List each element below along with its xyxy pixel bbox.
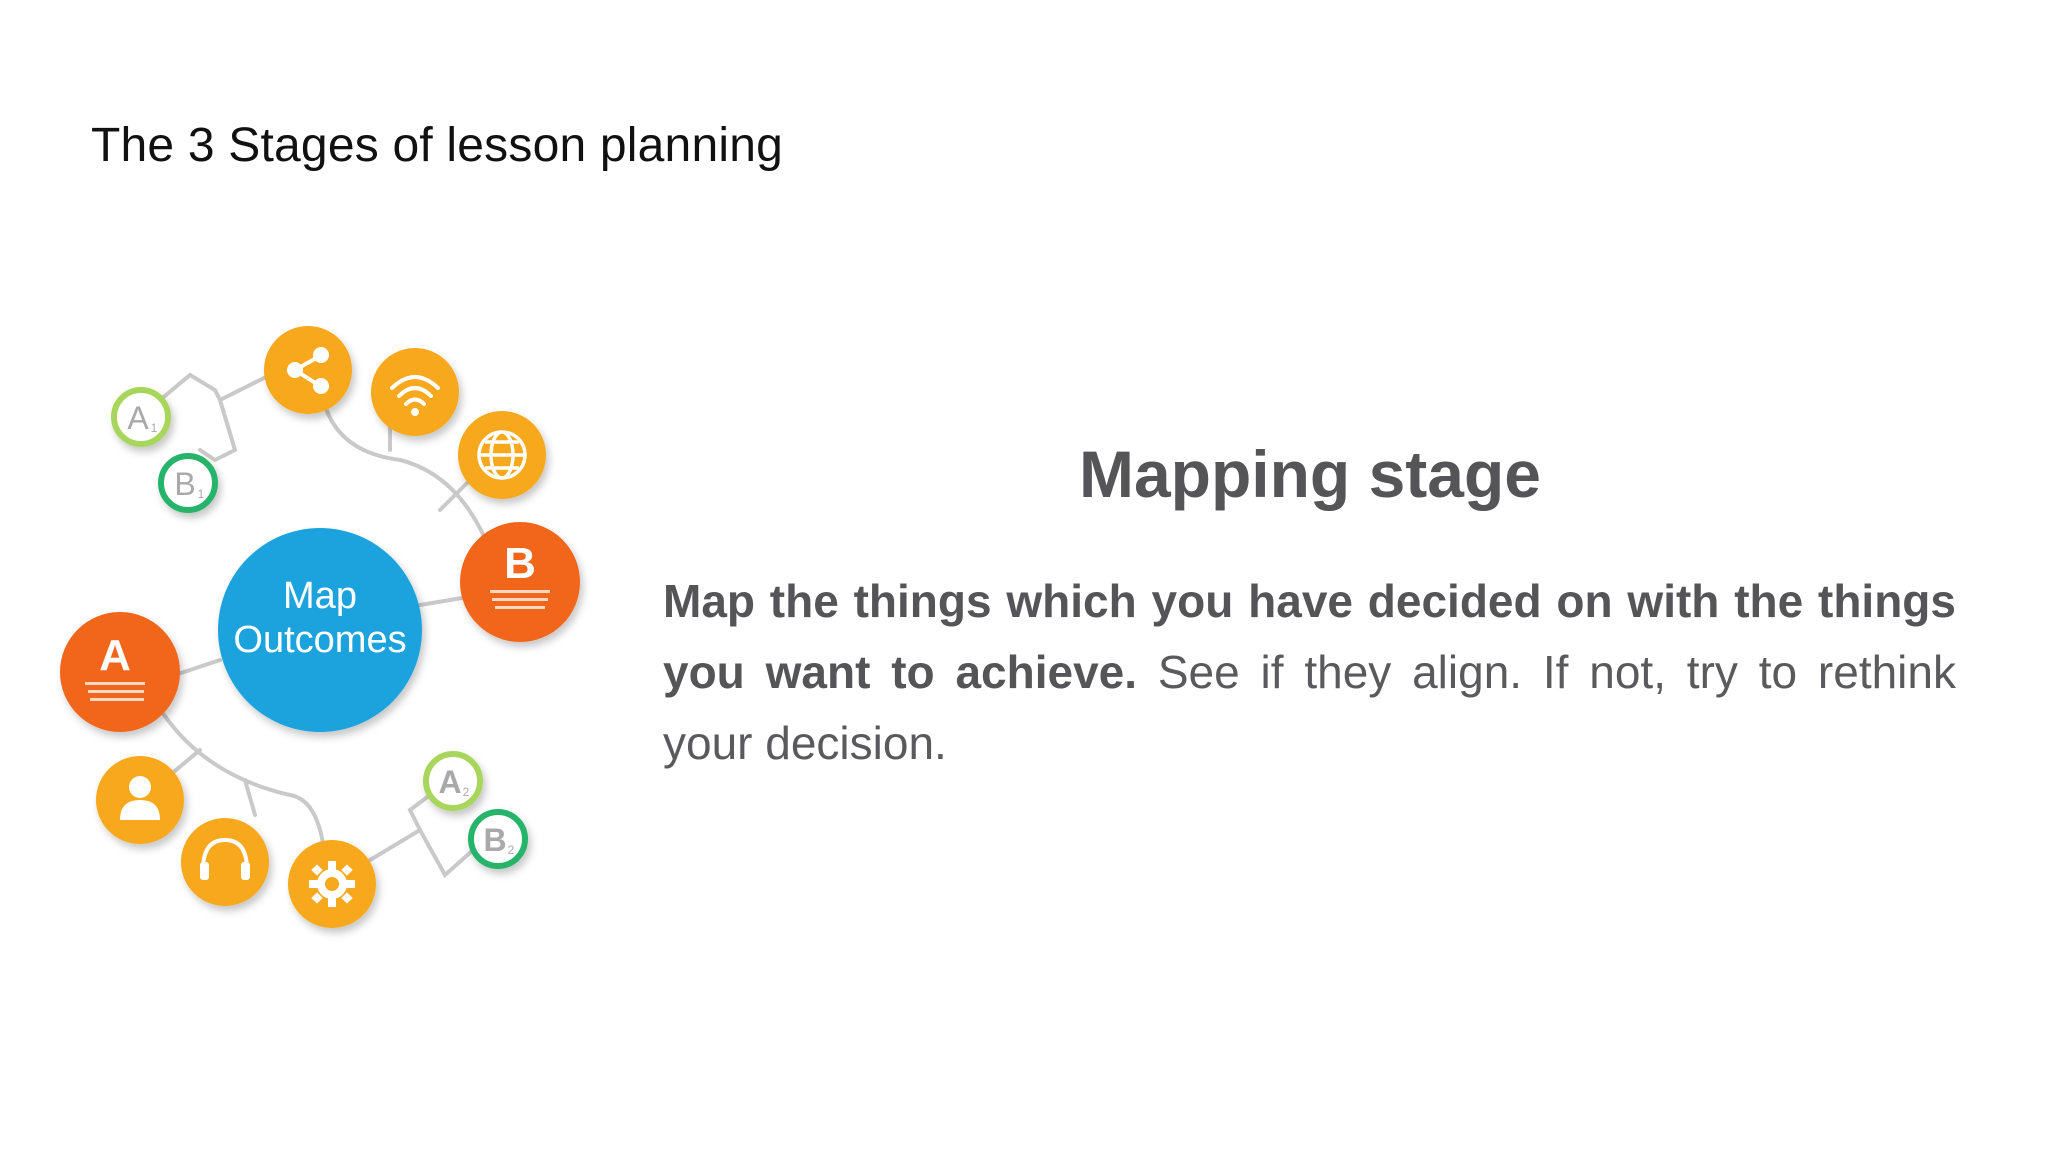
stage-description: Map the things which you have decided on… — [663, 566, 1956, 779]
svg-text:B: B — [174, 466, 195, 502]
svg-text:2: 2 — [463, 785, 470, 799]
small-node-b1: B 1 — [158, 453, 218, 513]
share-icon — [264, 326, 352, 414]
wifi-icon — [371, 348, 459, 436]
small-node-a1: A 1 — [111, 387, 171, 447]
stage-description-regular: See if they align. If not, try to rethin… — [663, 646, 1956, 769]
headphones-icon — [181, 818, 269, 906]
svg-text:1: 1 — [151, 421, 158, 435]
node-b: B — [460, 522, 580, 642]
node-b-letter: B — [504, 539, 536, 588]
page-title: The 3 Stages of lesson planning — [91, 119, 784, 172]
stage-description-bold: Map the things which you have decided on… — [663, 575, 1956, 698]
small-node-a2: A 2 — [423, 751, 483, 811]
svg-text:A: A — [127, 400, 149, 436]
svg-text:2: 2 — [508, 843, 515, 857]
gear-icon — [288, 840, 376, 928]
node-a-letter: A — [99, 631, 131, 680]
person-icon — [96, 756, 184, 844]
stage-heading: Mapping stage — [1078, 437, 1542, 511]
center-label-line1: Map — [283, 575, 357, 617]
small-node-b2: B 2 — [468, 809, 528, 869]
svg-text:B: B — [483, 822, 506, 858]
node-a: A — [60, 612, 180, 732]
center-node: Map Outcomes — [218, 528, 422, 732]
globe-icon — [458, 411, 546, 499]
svg-text:A: A — [438, 764, 461, 800]
map-outcomes-diagram: Map Outcomes B A — [60, 326, 580, 928]
center-label-line2: Outcomes — [233, 619, 406, 661]
svg-text:1: 1 — [198, 487, 205, 501]
